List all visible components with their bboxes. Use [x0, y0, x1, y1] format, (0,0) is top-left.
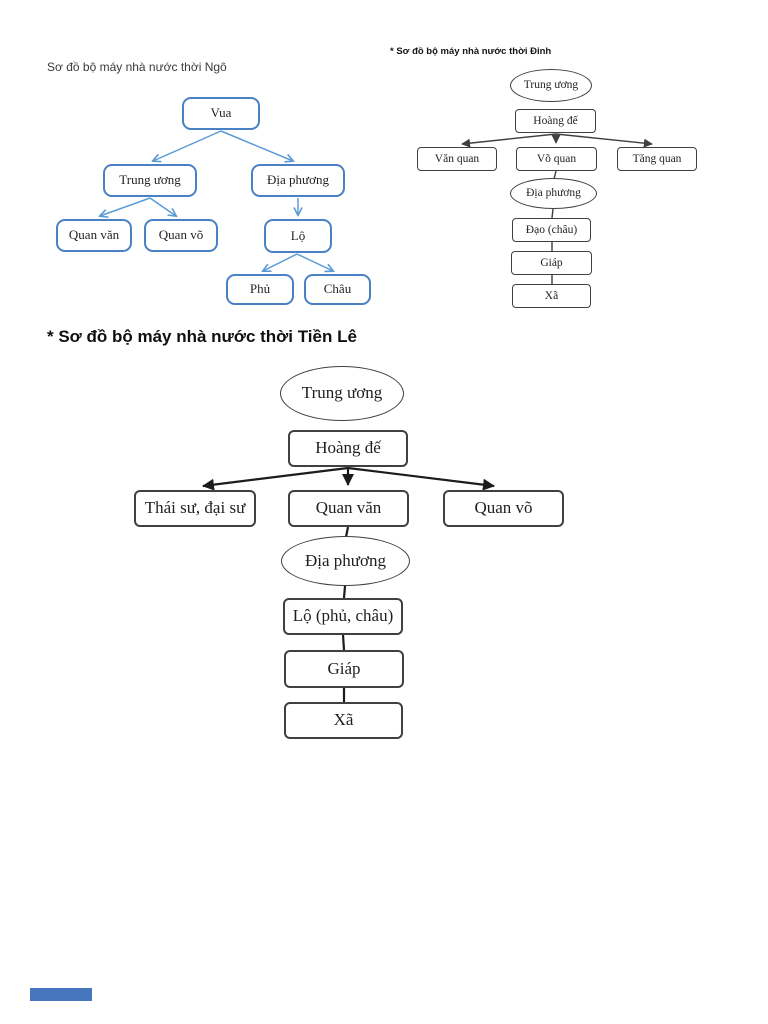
tienle-node-quan-vo: Quan võ	[443, 490, 564, 527]
dinh-node-vo-quan: Võ quan	[516, 147, 597, 171]
ngo-node-quan-vo: Quan võ	[144, 219, 218, 252]
dinh-node-tang-quan: Tăng quan	[617, 147, 697, 171]
tienle-node-giap: Giáp	[284, 650, 404, 688]
dinh-diagram-title: * Sơ đồ bộ máy nhà nước thời Đinh	[390, 46, 552, 57]
ngo-node-trung-uong: Trung ương	[103, 164, 197, 197]
tienle-node-thai-su: Thái sư, đại sư	[134, 490, 256, 527]
ngo-node-phu: Phủ	[226, 274, 294, 305]
tienle-node-hoang-de: Hoàng đế	[288, 430, 408, 467]
tienle-node-dia-phuong: Địa phương	[281, 536, 410, 586]
dinh-node-hoang-de: Hoàng đế	[515, 109, 596, 133]
ngo-node-lo: Lộ	[264, 219, 332, 253]
page-bottom-blue-bar	[30, 988, 92, 1001]
ngo-node-dia-phuong: Địa phương	[251, 164, 345, 197]
dinh-node-dao-chau: Đạo (châu)	[512, 218, 591, 242]
ngo-node-quan-van: Quan văn	[56, 219, 132, 252]
dinh-node-dia-phuong: Địa phương	[510, 178, 597, 209]
dinh-node-van-quan: Văn quan	[417, 147, 497, 171]
ngo-node-chau: Châu	[304, 274, 371, 305]
ngo-node-vua: Vua	[182, 97, 260, 130]
ngo-diagram-title: Sơ đồ bộ máy nhà nước thời Ngô	[47, 60, 227, 74]
tienle-diagram-title: * Sơ đồ bộ máy nhà nước thời Tiền Lê	[47, 327, 357, 346]
dinh-node-trung-uong: Trung ương	[510, 69, 592, 102]
dinh-node-giap: Giáp	[511, 251, 592, 275]
tienle-node-quan-van: Quan văn	[288, 490, 409, 527]
tienle-node-xa: Xã	[284, 702, 403, 739]
dinh-node-xa: Xã	[512, 284, 591, 308]
tienle-node-lo-phu-chau: Lộ (phủ, châu)	[283, 598, 403, 635]
tienle-node-trung-uong: Trung ương	[280, 366, 404, 421]
